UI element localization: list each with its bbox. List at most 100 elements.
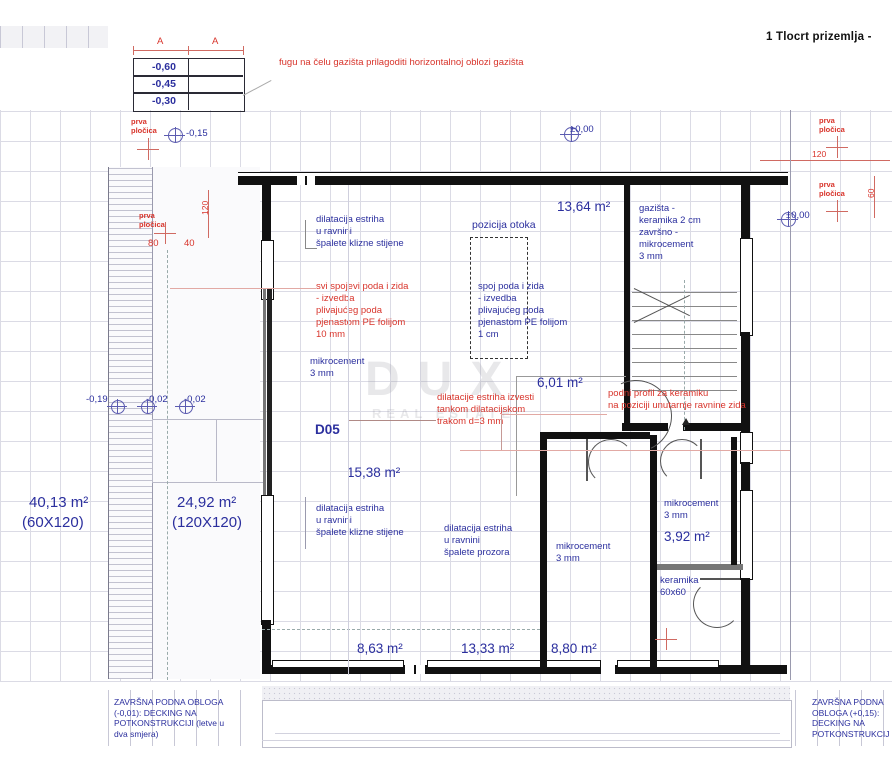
- note-dilatation-tape: dilatacije estriha izvesti tankom dilata…: [437, 392, 535, 427]
- note-dilatation-tape-leader: [348, 420, 436, 421]
- note-bottom-left: ZAVRŠNA PODNA OBLOGA (-0,01): DECKING NA…: [114, 697, 225, 739]
- tile-marker-cross-1: [137, 138, 159, 160]
- dim-120-right: 120: [812, 149, 827, 159]
- level-symbol-cross-1: [164, 127, 185, 142]
- tile-marker-label-3: prva pločica: [819, 116, 845, 135]
- ref-line-vertical-1: [348, 185, 349, 675]
- tile-marker-cross-3: [826, 136, 848, 158]
- level-minus-015: -0,15: [186, 128, 208, 139]
- wall-top-opening-2: [306, 176, 316, 185]
- note-floor-profile-leader: [501, 414, 502, 450]
- dim-120-left-tick: [208, 190, 209, 238]
- dim-40: 40: [184, 238, 195, 249]
- bottom-right-hatch: [795, 690, 892, 746]
- level-symbol-cross-3: [137, 399, 157, 413]
- step-elevation-1: -0,60: [152, 61, 176, 73]
- level-symbol-cross-right: [777, 211, 798, 226]
- dim-60-right: 60: [866, 188, 876, 198]
- window-left-lower: [261, 495, 274, 625]
- level-symbol-circle-3: [141, 400, 155, 414]
- top-grid-strip: [0, 26, 108, 48]
- level-minus-019: -0,19: [86, 394, 108, 405]
- area-living-main: 15,38 m²: [347, 465, 401, 480]
- wall-right-upper: [741, 176, 750, 238]
- bottom-deck-line: [275, 733, 780, 734]
- area-room-mid: 13,33 m²: [461, 641, 515, 656]
- dim-120-left: 120: [200, 200, 210, 215]
- note-island-position: pozicija otoka: [472, 219, 536, 231]
- door-leaf-3: [700, 578, 740, 580]
- watermark: DUX: [365, 353, 521, 406]
- door-arc-2: [660, 439, 704, 483]
- step-table: [133, 58, 245, 112]
- note-mikrocement-room-b: mikrocement 3 mm: [664, 498, 719, 521]
- note-dilatation-2: dilatacija estriha u ravnini špalete kli…: [316, 503, 404, 538]
- wall-bottom-window-band-2: [427, 660, 601, 668]
- area-bathroom: 3,92 m²: [664, 529, 710, 544]
- note-bottom-right: ZAVRŠNA PODNA OBLOGA (+0,15): DECKING NA…: [812, 697, 890, 739]
- level-symbol-circle-right: [781, 212, 796, 227]
- door-leaf-2: [700, 439, 702, 479]
- note-leader-line: [242, 80, 272, 96]
- tile-marker-label-1: prva pločica: [131, 117, 157, 136]
- note-mikrocement-main: mikrocement 3 mm: [310, 356, 365, 379]
- note-floor-profile: podni profil za keramiku na poziciji unu…: [608, 388, 746, 411]
- wall-right-lower: [741, 462, 750, 490]
- level-minus-002-a: -0,02: [146, 394, 168, 405]
- note-mikrocement-room-a: mikrocement 3 mm: [556, 541, 611, 564]
- wall-left-bottom: [262, 620, 271, 674]
- level-symbol-circle-1: [168, 128, 183, 143]
- partition-bath-horizontal: [657, 564, 743, 570]
- tile-marker-label-4: prva pločica: [819, 180, 845, 199]
- tile-marker-label-2: prva pločica: [139, 211, 165, 230]
- partition-stairs-left: [624, 185, 630, 431]
- partition-room-vert-1: [540, 435, 547, 670]
- dim-60-right-tick: [874, 176, 875, 218]
- wall-bottom-window-band-3: [617, 660, 719, 668]
- area-terrace-inner: 24,92 m²: [177, 494, 237, 511]
- page-title: 1 Tlocrt prizemlja -: [766, 31, 872, 43]
- partition-hall-top: [516, 376, 626, 377]
- area-terrace-inner-sub: (120X120): [172, 514, 243, 531]
- area-room-right: 8,80 m²: [551, 641, 597, 656]
- area-living-kitchen: 13,64 m²: [557, 199, 611, 214]
- step-elevation-3: -0,30: [152, 95, 176, 107]
- level-symbol-cross-top: [560, 126, 581, 141]
- note-red-leader: [170, 288, 316, 289]
- note-keramika-6060: keramika 60x60: [660, 575, 699, 598]
- wall-bottom-window-band: [272, 660, 404, 668]
- area-hall: 6,01 m²: [537, 375, 583, 390]
- dim-80: 80: [148, 238, 159, 249]
- wall-bottom-opening-2: [415, 665, 426, 674]
- step-elevation-2: -0,45: [152, 78, 176, 90]
- area-terrace-left-sub: (60X120): [22, 514, 84, 531]
- terrace-left-edge: [108, 167, 109, 679]
- wall-bottom: [262, 665, 787, 674]
- door-arc-3: [693, 580, 741, 628]
- window-right-1: [740, 238, 753, 336]
- stair-up-arrow: [682, 418, 690, 425]
- wall-bottom-opening-3: [600, 665, 616, 674]
- partition-room-vert-2: [650, 435, 657, 670]
- wall-bottom-opening-1: [404, 665, 415, 674]
- axis-label-a-right: A: [212, 36, 219, 47]
- bottom-deck-line-2: [262, 740, 790, 741]
- axis-tick-right: [243, 46, 244, 55]
- area-terrace-left: 40,13 m²: [29, 494, 89, 511]
- door-leaf-1: [586, 439, 588, 481]
- island-outline: [470, 237, 528, 359]
- axis-tick-mid: [188, 46, 189, 55]
- terrace-inner-div: [216, 419, 217, 481]
- tile-marker-cross-2: [154, 222, 176, 244]
- note-dilatation-1-leader-v: [305, 220, 306, 248]
- wall-top-cap: [238, 172, 788, 176]
- note-stairs-finish: gazišta - keramika 2 cm završno - mikroc…: [639, 203, 701, 262]
- drawing-label-d05: D05: [315, 422, 340, 437]
- level-symbol-circle-top: [564, 127, 579, 142]
- partition-room-top-c: [683, 423, 743, 431]
- watermark-sub: REAL ESTATE: [372, 406, 516, 421]
- tile-marker-cross-4: [826, 200, 848, 222]
- area-room-left: 8,63 m²: [357, 641, 403, 656]
- tile-setout-cross: [655, 628, 677, 650]
